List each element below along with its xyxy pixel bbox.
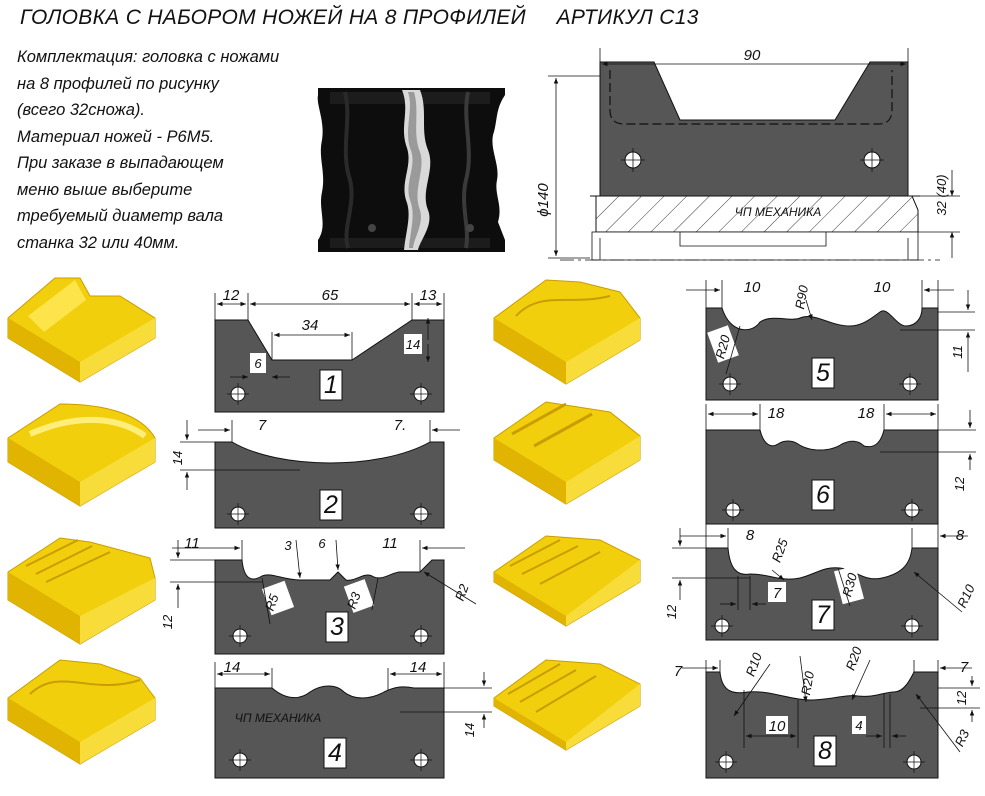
- profile-1-dim: 13: [420, 287, 437, 304]
- main-width-dim: 90: [744, 47, 761, 64]
- profile-drawing-3: 3 11 11 3 6 12 R5 R3 R2: [160, 535, 477, 655]
- description-line: требуемый диаметр вала: [17, 207, 224, 225]
- profile-number-7: 7: [816, 601, 831, 629]
- profile-render-2: [7, 403, 156, 507]
- profile-render-4: [7, 659, 156, 765]
- profile-2-dim: 7.: [394, 417, 407, 434]
- profile-render-3: [7, 537, 156, 645]
- profile-render-6: [493, 401, 641, 505]
- profile-8-radius: R3: [952, 727, 973, 749]
- profile-7-dim: 8: [746, 527, 755, 544]
- profile-number-8: 8: [818, 737, 832, 765]
- profile-1-dim: 12: [223, 287, 240, 304]
- profile-drawing-7: 7 8 8 12 7 R25 R30 R10: [664, 524, 978, 641]
- description-line: При заказе в выпадающем: [17, 154, 224, 172]
- main-diameter-dim: ϕ140: [535, 183, 552, 217]
- profile-4-dim: 14: [410, 659, 427, 676]
- profile-3-radius: R3: [344, 589, 364, 610]
- description-line: (всего 32сножа).: [17, 101, 145, 119]
- profile-number-2: 2: [323, 491, 338, 519]
- profile-6-dim: 18: [768, 405, 785, 422]
- profile-drawing-6: 6 18 18 12: [705, 404, 976, 525]
- profile-drawing-5: 5 10 10 11 R90 R20: [686, 279, 975, 401]
- profile-3-dim: 3: [284, 538, 292, 553]
- profile-7-radius: R25: [769, 536, 792, 564]
- profile-5-dim: 10: [744, 279, 761, 296]
- profile-4-dim: 14: [462, 723, 477, 737]
- profile-4-stamp: ЧП МЕХАНИКА: [235, 711, 321, 725]
- profile-1-dim: 34: [302, 317, 319, 334]
- profile-5-radius: R90: [792, 283, 811, 310]
- profile-6-dim: 18: [858, 405, 875, 422]
- profile-3-dim: 6: [318, 536, 326, 551]
- profile-number-5: 5: [816, 359, 830, 387]
- profile-number-4: 4: [328, 739, 342, 767]
- profile-number-1: 1: [324, 371, 338, 399]
- page-title: ГОЛОВКА С НАБОРОМ НОЖЕЙ НА 8 ПРОФИЛЕЙ АР…: [20, 6, 699, 29]
- profile-7-dim: 7: [773, 585, 782, 602]
- profile-render-5: [493, 279, 641, 385]
- profile-6-dim: 12: [952, 476, 967, 491]
- profile-drawing-1: 1 12 65 13 34 6 14: [214, 287, 445, 413]
- profile-8-radius: R10: [743, 650, 766, 678]
- description-line: Комплектация: головка с ножами: [17, 48, 280, 66]
- profile-1-dim: 14: [406, 337, 420, 352]
- cutter-head-photo: [317, 88, 505, 252]
- profile-render-1: [7, 277, 156, 383]
- profile-1-dim: 6: [254, 356, 262, 371]
- profile-drawing-8: 8 7 7 10 4 12 R10 R20 R20 R3: [674, 644, 980, 779]
- main-bore-dim: 32 (40): [934, 174, 949, 215]
- description-line: на 8 профилей по рисунку: [17, 74, 219, 93]
- profile-2-dim: 14: [170, 451, 185, 465]
- profile-3-radius: R2: [452, 581, 472, 602]
- description-text: Комплектация: головка с ножами на 8 проф…: [17, 44, 317, 256]
- profile-5-dim: 11: [950, 345, 965, 359]
- profile-7-radius: R10: [954, 581, 978, 610]
- profile-render-8: [493, 659, 641, 751]
- description-line: станка 32 или 40мм.: [17, 233, 180, 252]
- description-line: Материал ножей - Р6М5.: [17, 127, 215, 146]
- profile-2-dim: 7: [258, 417, 267, 434]
- profile-number-3: 3: [330, 613, 344, 641]
- profile-4-dim: 14: [224, 659, 241, 676]
- main-section-drawing: ЧП МЕХАНИКА 90 ϕ140 32 (40): [535, 47, 960, 261]
- profile-3-dim: 11: [184, 535, 200, 552]
- profile-8-radius: R20: [843, 644, 866, 672]
- profile-7-radius: R30: [839, 571, 860, 599]
- profile-number-6: 6: [816, 481, 830, 509]
- profile-8-dim: 7: [674, 663, 683, 680]
- profile-3-dim: 11: [382, 535, 398, 552]
- profile-8-radius: R20: [798, 669, 817, 696]
- profile-5-dim: 10: [874, 279, 891, 296]
- profile-render-7: [493, 535, 641, 627]
- profile-7-dim: 12: [664, 604, 679, 619]
- profile-drawing-2: 2 7 7. 14: [170, 417, 460, 529]
- profile-8-dim: 7: [960, 659, 969, 676]
- profile-8-dim: 10: [769, 718, 786, 735]
- profile-8-dim: 4: [855, 718, 862, 733]
- profile-3-dim: 12: [160, 614, 175, 629]
- profile-5-radius: R20: [712, 333, 733, 361]
- profile-1-dim: 65: [322, 287, 339, 304]
- main-stamp: ЧП МЕХАНИКА: [735, 205, 821, 219]
- description-line: меню выше выберите: [17, 180, 193, 199]
- profile-drawing-4: 4 ЧП МЕХАНИКА 14 14 14: [214, 659, 492, 779]
- profile-8-dim: 12: [954, 690, 969, 705]
- profile-7-dim: 8: [956, 527, 965, 544]
